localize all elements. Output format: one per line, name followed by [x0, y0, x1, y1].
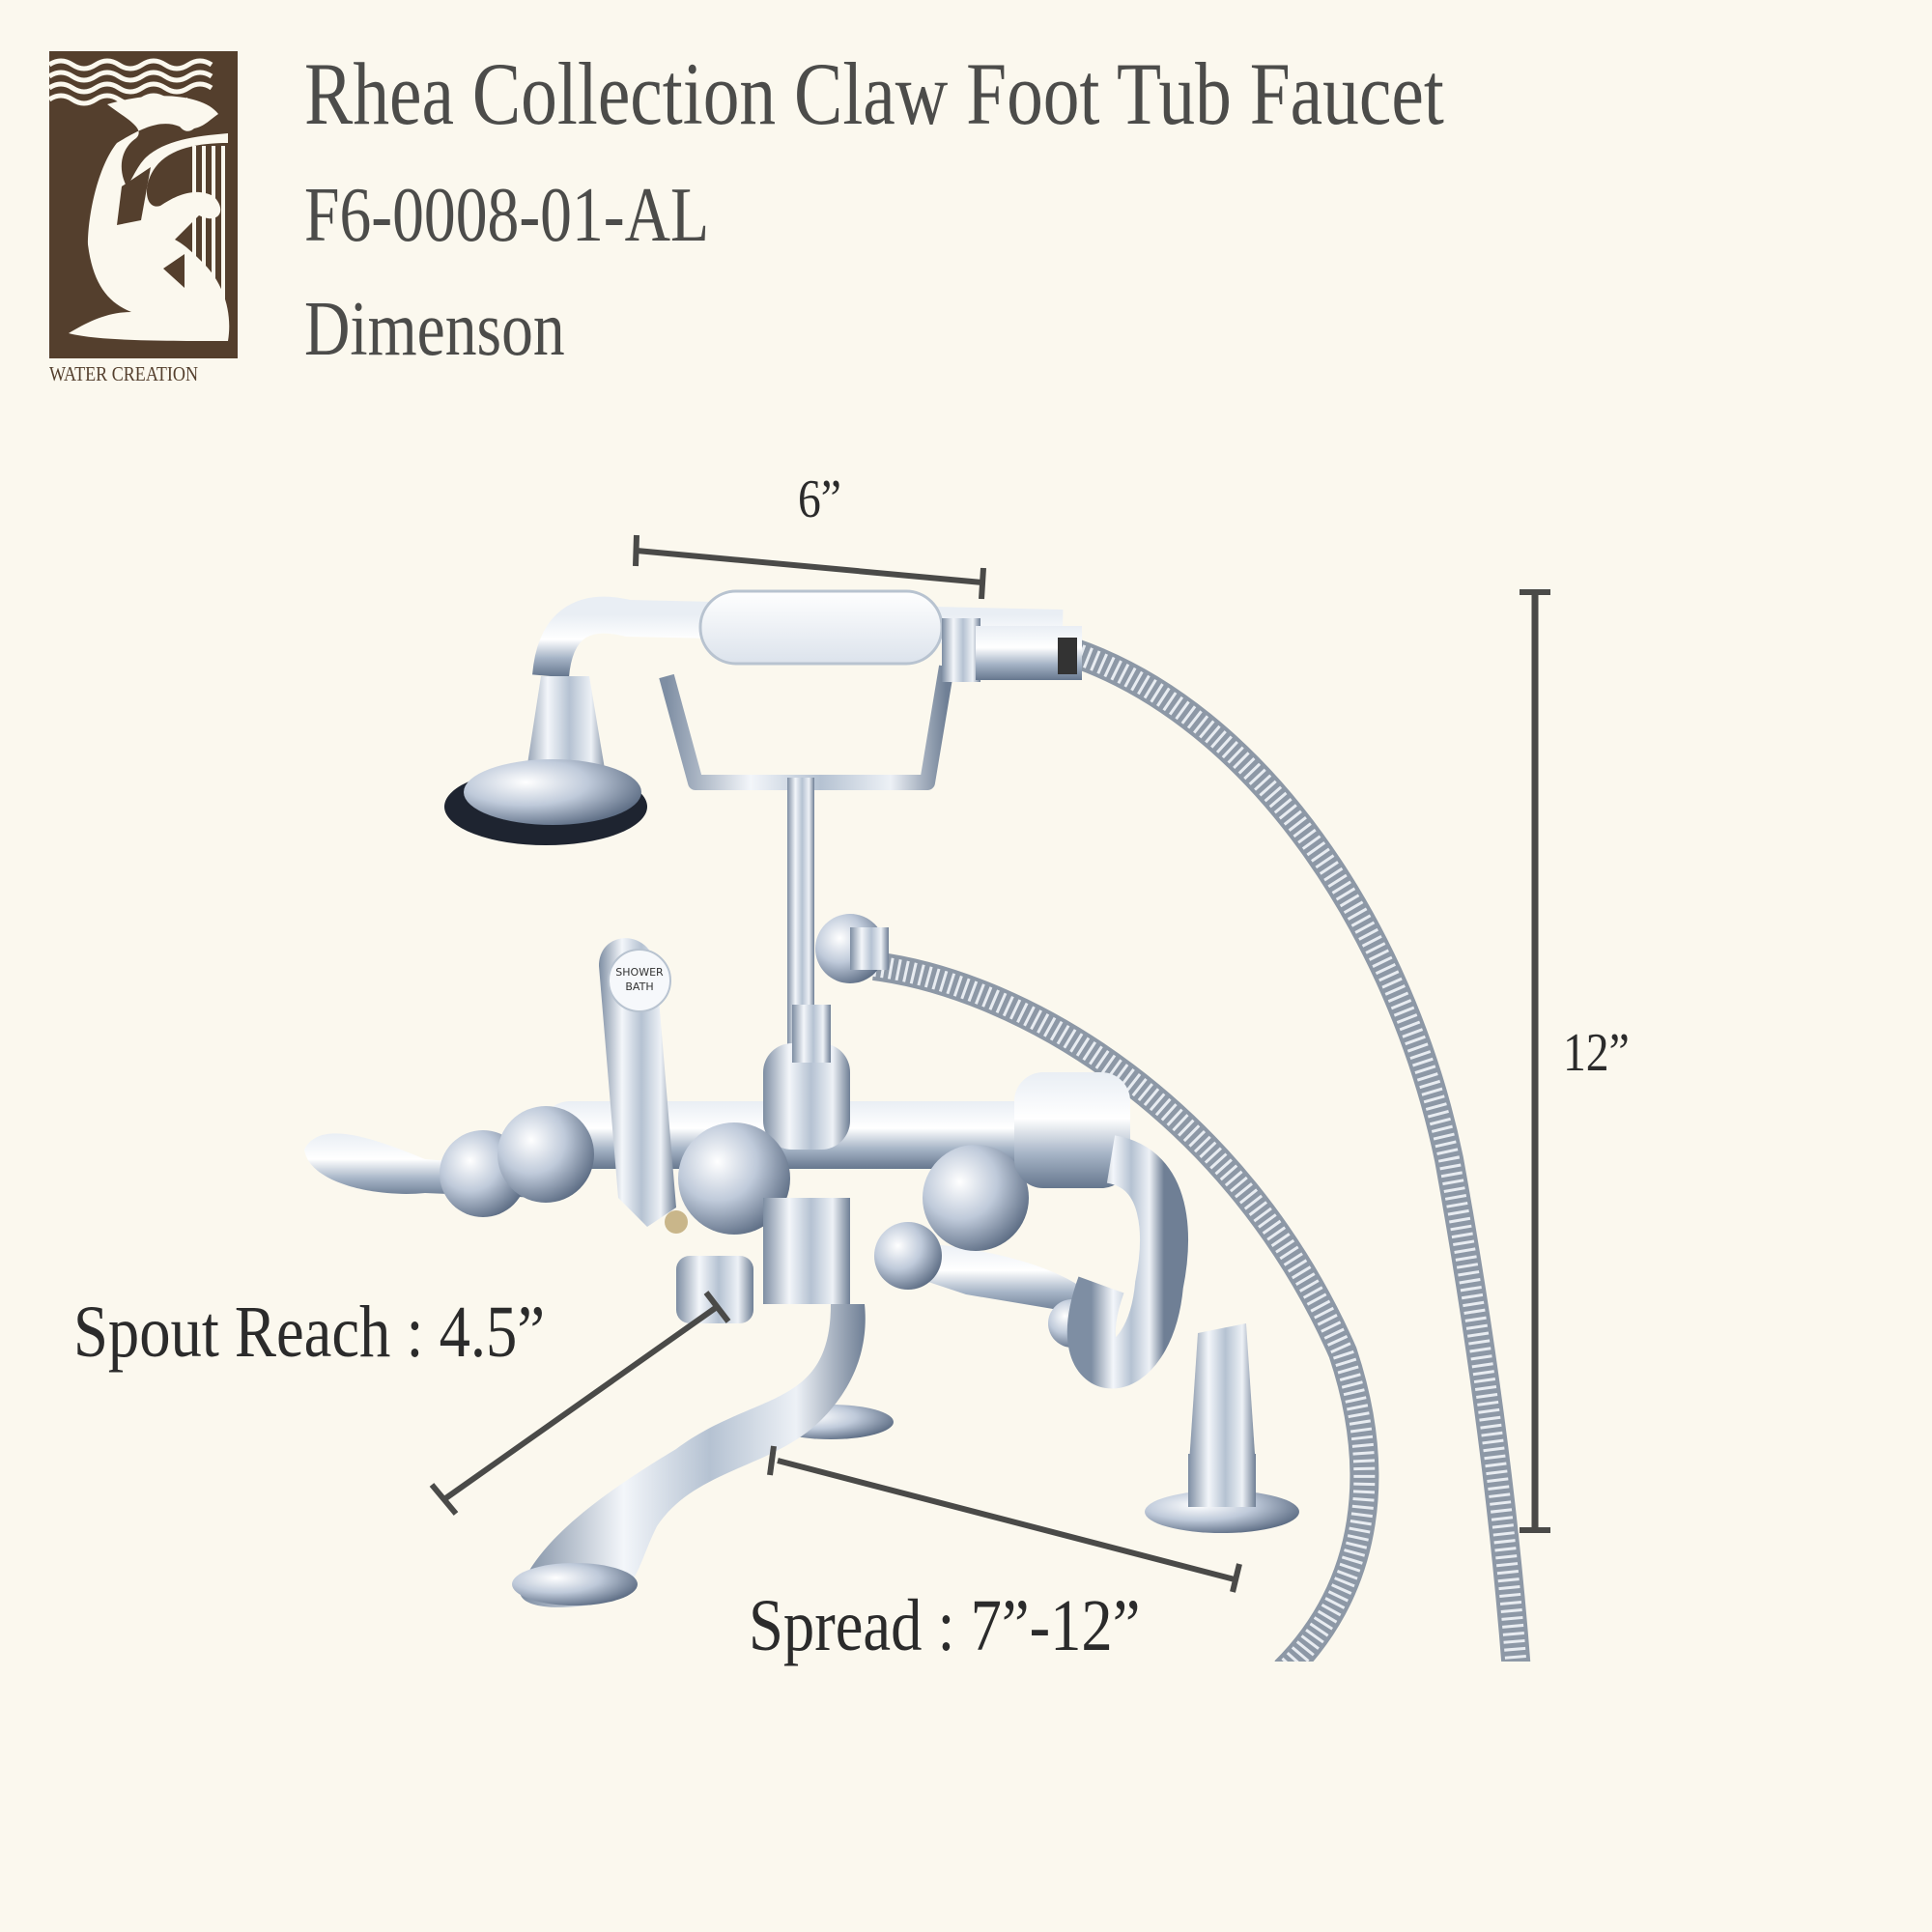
page-subtitle: Dimenson [304, 287, 565, 372]
spout-reach-label: Spout Reach : 4.5” [73, 1292, 546, 1373]
spread-line [777, 1458, 1236, 1582]
logo-box [47, 51, 238, 358]
diverter-shower-label: SHOWER [615, 966, 664, 979]
handshower-length-line [636, 548, 983, 585]
brand-logo: WATER CREATION [47, 51, 238, 385]
diverter-bath-label: BATH [625, 980, 653, 993]
page-title: Rhea Collection Claw Foot Tub Faucet [304, 44, 1444, 143]
overall-height-label: 12” [1563, 1023, 1630, 1083]
handshower-length-label: 6” [798, 469, 841, 529]
spout-reach-line [442, 1304, 719, 1502]
kneeling-figure-harp-waves-logo-icon [47, 58, 230, 341]
product-sku: F6-0008-01-AL [304, 173, 710, 258]
spread-label: Spread : 7”-12” [749, 1585, 1141, 1666]
brand-name: WATER CREATION [49, 362, 199, 385]
